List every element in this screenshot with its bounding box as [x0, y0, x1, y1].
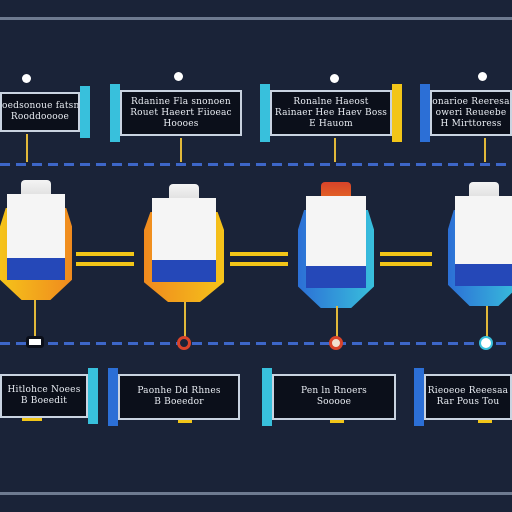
connector-icon [230, 252, 288, 256]
stem [26, 134, 28, 162]
panel-line: Ronalne Haeost [293, 96, 369, 107]
top-panel-1: Rloedsonoue fatsnel Rooddooooe [0, 86, 90, 138]
connector-icon [230, 262, 288, 266]
top-rail [0, 17, 512, 20]
node-dot-icon [22, 74, 31, 83]
panel-edge [420, 84, 430, 142]
vessel-icon [298, 182, 374, 308]
node-ring-icon [479, 336, 493, 350]
node-ring-icon [26, 336, 44, 348]
panel-line: Rouet Haeert Fiioeac [130, 107, 232, 118]
panel-line: Rloedsonoue fatsnel [1, 101, 80, 111]
dashed-line-upper [0, 163, 512, 166]
vessel-icon [144, 184, 224, 302]
node-dot-icon [330, 74, 339, 83]
panel-line: Paonhe Dd Rhnes [137, 386, 221, 396]
vessel-icon [448, 182, 512, 306]
panel-face: Rieoeoe Reeesaa Rar Pous Tou [424, 374, 512, 420]
panel-face: Pen ln Rnoers Sooooe [272, 374, 396, 420]
panel-line: oweri Reueebe [435, 107, 507, 118]
vessel-liquid [305, 266, 367, 288]
top-panel-3: Ronalne Haeost Rainaer Hee Haev Boss E H… [260, 84, 402, 142]
vessel-icon [0, 180, 72, 300]
top-panel-4: Hkonarioe Reeresas 2 oweri Reueebe H Mir… [420, 84, 512, 142]
panel-line: H Mirttoress [440, 118, 502, 129]
panel-edge [88, 368, 98, 424]
panel-line: Rooddooooe [10, 112, 70, 122]
node-ring-icon [329, 336, 343, 350]
stem [34, 300, 36, 338]
panel-line: B Boeedor [154, 397, 204, 407]
panel-line: B Boeedit [20, 396, 68, 406]
panel-line: Hoooes [163, 118, 199, 129]
panel-line: Rieoeoe Reeesaa [427, 386, 509, 396]
connector-icon [178, 420, 192, 423]
node-dot-icon [478, 72, 487, 81]
panel-line: Sooooe [316, 397, 352, 407]
panel-edge [260, 84, 270, 142]
node-dot-icon [174, 72, 183, 81]
panel-face: Hitlohce Noees B Boeedit [0, 374, 88, 418]
bottom-rail [0, 492, 512, 495]
bottom-panel-2: Paonhe Dd Rhnes B Boeedor [108, 368, 240, 426]
panel-face: Ronalne Haeost Rainaer Hee Haev Boss E H… [270, 90, 392, 136]
panel-face: Paonhe Dd Rhnes B Boeedor [118, 374, 240, 420]
dashed-line-lower [0, 342, 512, 345]
panel-face: Rdanine Fla snonoen Rouet Haeert Fiioeac… [120, 90, 242, 136]
connector-icon [22, 418, 42, 421]
stem [184, 302, 186, 338]
connector-icon [330, 420, 344, 423]
panel-line: Rainaer Hee Haev Boss [274, 107, 388, 118]
top-panel-2: Rdanine Fla snonoen Rouet Haeert Fiioeac… [110, 84, 242, 142]
panel-line: Hkonarioe Reeresas 2 [432, 96, 512, 107]
stem [486, 306, 488, 338]
panel-edge [414, 368, 424, 426]
panel-line: Hitlohce Noees [7, 385, 81, 395]
panel-edge [392, 84, 402, 142]
stem [180, 138, 182, 162]
connector-icon [380, 262, 432, 266]
connector-icon [76, 262, 134, 266]
bottom-panel-3: Pen ln Rnoers Sooooe [262, 368, 396, 426]
vessel-liquid [7, 258, 65, 280]
connector-icon [76, 252, 134, 256]
panel-line: Rar Pous Tou [436, 397, 500, 407]
panel-edge [262, 368, 272, 426]
panel-face: Hkonarioe Reeresas 2 oweri Reueebe H Mir… [430, 90, 512, 136]
panel-edge [108, 368, 118, 426]
bottom-panel-1: Hitlohce Noees B Boeedit [0, 368, 98, 424]
node-ring-icon [177, 336, 191, 350]
connector-icon [380, 252, 432, 256]
connector-icon [478, 420, 492, 423]
panel-line: E Hauom [309, 118, 353, 129]
panel-line: Pen ln Rnoers [300, 386, 367, 396]
panel-edge [110, 84, 120, 142]
stem [334, 138, 336, 162]
vessel-liquid [455, 264, 512, 286]
panel-edge [80, 86, 90, 138]
vessel-liquid [152, 260, 216, 282]
stem [484, 138, 486, 162]
bottom-panel-4: Rieoeoe Reeesaa Rar Pous Tou [414, 368, 512, 426]
panel-line: Rdanine Fla snonoen [131, 96, 231, 107]
stem [336, 306, 338, 338]
panel-face: Rloedsonoue fatsnel Rooddooooe [0, 92, 80, 132]
